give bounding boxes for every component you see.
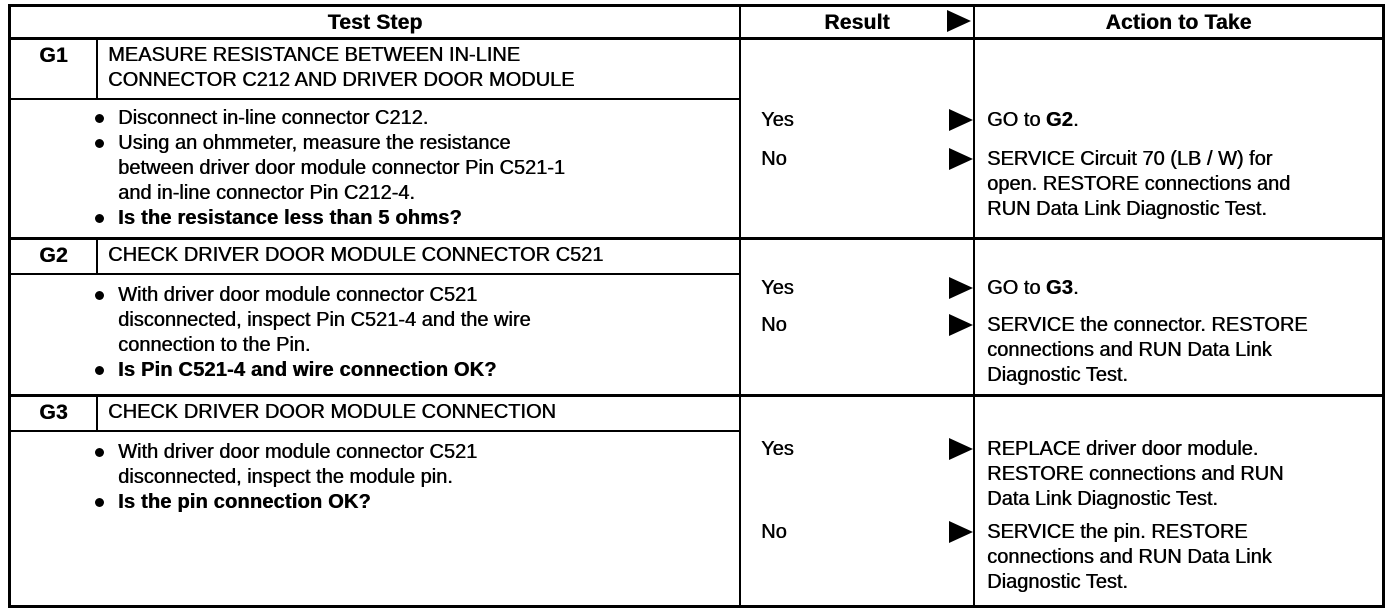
- instruction-text: Disconnect in-line connector C212.: [118, 107, 429, 129]
- action-text: REPLACE driver door module. RESTORE conn…: [987, 438, 1284, 510]
- outcome-row-yes: Yes GO to G3.: [741, 276, 1382, 301]
- result-action-cell-g1: Yes GO to G2. No SERVICE Circuit 70 (LB …: [741, 40, 1382, 237]
- instruction-item: Is the pin connection OK?: [95, 490, 719, 515]
- result-action-cell-g3: Yes REPLACE driver door module. RESTORE …: [741, 397, 1382, 605]
- instruction-question: Is Pin C521-4 and wire connection OK?: [118, 359, 497, 381]
- column-divider: [973, 397, 975, 605]
- result-arrow-icon: [949, 314, 973, 336]
- result-label-no: No: [761, 521, 787, 543]
- instruction-item: Using an ohmmeter, measure the resistanc…: [95, 131, 719, 206]
- bullet-icon: [95, 214, 104, 223]
- bullet-icon: [95, 448, 104, 457]
- step-title: MEASURE RESISTANCE BETWEEN IN-LINE CONNE…: [108, 44, 575, 91]
- result-cell: No: [741, 147, 975, 172]
- bullet-icon: [95, 498, 104, 507]
- result-cell: Yes: [741, 437, 975, 462]
- test-step-cell-g3: G3 CHECK DRIVER DOOR MODULE CONNECTION W…: [11, 397, 741, 605]
- instruction-text: Using an ohmmeter, measure the resistanc…: [118, 132, 565, 204]
- step-id-label: G1: [11, 40, 98, 98]
- result-arrow-icon: [949, 521, 973, 543]
- result-label-no: No: [761, 148, 787, 170]
- action-text-suffix: .: [1073, 277, 1079, 299]
- action-text: GO to G3.: [975, 276, 1382, 301]
- action-text: SERVICE Circuit 70 (LB / W) for open. RE…: [987, 148, 1291, 220]
- action-text-prefix: GO to: [987, 277, 1046, 299]
- header-action-to-take: Action to Take: [1105, 10, 1252, 34]
- step-title: CHECK DRIVER DOOR MODULE CONNECTION: [108, 401, 556, 423]
- result-label-yes: Yes: [761, 109, 794, 131]
- header-test-step: Test Step: [11, 7, 741, 37]
- action-text: SERVICE the pin. RESTORE connections and…: [987, 521, 1272, 593]
- bullet-icon: [95, 291, 104, 300]
- action-text-suffix: .: [1073, 109, 1079, 131]
- bullet-icon: [95, 114, 104, 123]
- step-title: CHECK DRIVER DOOR MODULE CONNECTOR C521: [108, 244, 604, 266]
- result-cell: Yes: [741, 108, 975, 133]
- bullet-icon: [95, 366, 104, 375]
- header-result: Result: [741, 7, 975, 37]
- test-step-row-g1: G1 MEASURE RESISTANCE BETWEEN IN-LINE CO…: [11, 40, 1382, 240]
- outcome-row-yes: Yes GO to G2.: [741, 108, 1382, 133]
- instruction-item: Is the resistance less than 5 ohms?: [95, 206, 719, 231]
- column-divider: [973, 40, 975, 237]
- step-instructions-list: With driver door module connector C521 d…: [11, 432, 739, 521]
- instruction-item: Is Pin C521-4 and wire connection OK?: [95, 358, 719, 383]
- result-cell: No: [741, 520, 975, 545]
- step-id-label: G3: [11, 397, 98, 430]
- pinpoint-test-table: Test Step Result Action to Take G1 MEASU…: [8, 4, 1385, 608]
- result-arrow-icon: [949, 438, 973, 460]
- step-instructions-list: Disconnect in-line connector C212. Using…: [11, 100, 739, 237]
- action-text: SERVICE the connector. RESTORE connectio…: [987, 314, 1308, 386]
- result-arrow-icon: [949, 148, 973, 170]
- action-text: GO to G2.: [975, 108, 1382, 133]
- action-text-prefix: GO to: [987, 109, 1046, 131]
- step-title-row: G1 MEASURE RESISTANCE BETWEEN IN-LINE CO…: [11, 40, 739, 100]
- instruction-item: With driver door module connector C521 d…: [95, 440, 719, 490]
- outcome-row-no: No SERVICE the pin. RESTORE connections …: [741, 520, 1382, 595]
- table-header-row: Test Step Result Action to Take: [11, 7, 1382, 40]
- result-arrow-icon: [947, 10, 971, 32]
- result-cell: No: [741, 313, 975, 338]
- result-cell: Yes: [741, 276, 975, 301]
- outcome-row-yes: Yes REPLACE driver door module. RESTORE …: [741, 437, 1382, 512]
- action-step-reference: G3: [1045, 277, 1073, 299]
- instruction-text: With driver door module connector C521 d…: [118, 441, 478, 488]
- instruction-question: Is the resistance less than 5 ohms?: [118, 207, 462, 229]
- result-label-no: No: [761, 314, 787, 336]
- instruction-question: Is the pin connection OK?: [118, 491, 371, 513]
- header-result-label: Result: [824, 10, 890, 34]
- test-step-row-g3: G3 CHECK DRIVER DOOR MODULE CONNECTION W…: [11, 397, 1382, 605]
- result-label-yes: Yes: [761, 277, 794, 299]
- action-step-reference: G2: [1045, 109, 1073, 131]
- result-arrow-icon: [949, 277, 973, 299]
- step-title-row: G2 CHECK DRIVER DOOR MODULE CONNECTOR C5…: [11, 240, 739, 275]
- bullet-icon: [95, 139, 104, 148]
- result-arrow-icon: [949, 109, 973, 131]
- step-id-label: G2: [11, 240, 98, 273]
- outcome-row-no: No SERVICE the connector. RESTORE connec…: [741, 313, 1382, 388]
- test-step-row-g2: G2 CHECK DRIVER DOOR MODULE CONNECTOR C5…: [11, 240, 1382, 397]
- instruction-item: Disconnect in-line connector C212.: [95, 106, 719, 131]
- column-divider: [973, 240, 975, 394]
- test-step-cell-g2: G2 CHECK DRIVER DOOR MODULE CONNECTOR C5…: [11, 240, 741, 394]
- step-title-row: G3 CHECK DRIVER DOOR MODULE CONNECTION: [11, 397, 739, 432]
- instruction-item: With driver door module connector C521 d…: [95, 283, 719, 358]
- result-label-yes: Yes: [761, 438, 794, 460]
- step-instructions-list: With driver door module connector C521 d…: [11, 275, 739, 389]
- instruction-text: With driver door module connector C521 d…: [118, 284, 531, 356]
- result-action-cell-g2: Yes GO to G3. No SERVICE the connector. …: [741, 240, 1382, 394]
- outcome-row-no: No SERVICE Circuit 70 (LB / W) for open.…: [741, 147, 1382, 222]
- test-step-cell-g1: G1 MEASURE RESISTANCE BETWEEN IN-LINE CO…: [11, 40, 741, 237]
